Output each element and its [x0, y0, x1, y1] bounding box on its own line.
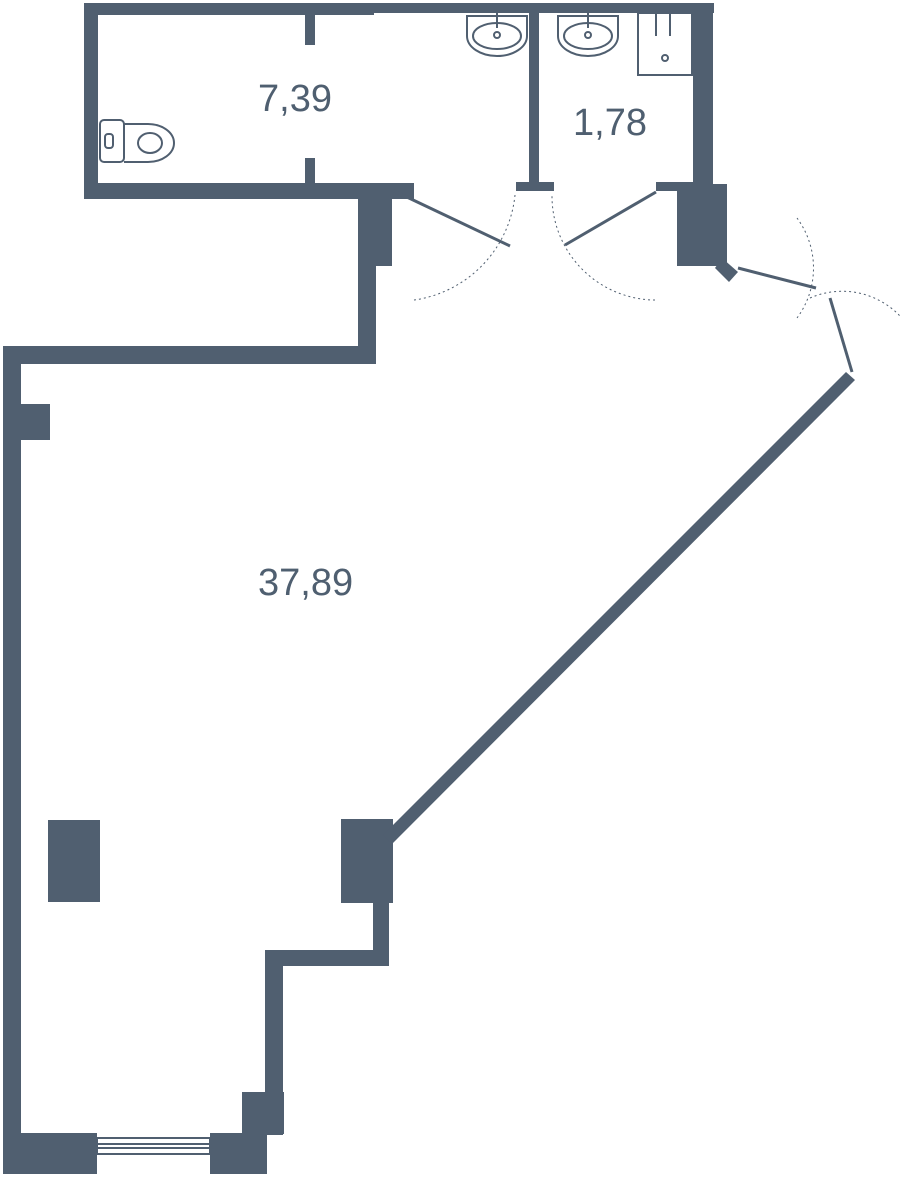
- toilet-icon: [99, 119, 175, 163]
- door-entrance-b: [809, 290, 900, 373]
- sink-icon: [557, 13, 619, 57]
- wall-left-bath: [84, 3, 98, 199]
- wall-main-top: [3, 346, 376, 364]
- door-entrance-a: [737, 217, 817, 319]
- wall-bottom-bath: [84, 183, 414, 199]
- sink-icon: [466, 13, 528, 57]
- area-label-bathroom: 7,39: [258, 78, 332, 120]
- door-shower: [551, 190, 657, 301]
- pillar-diagonal-end: [341, 819, 393, 903]
- wall-step-vertical-high: [373, 895, 389, 965]
- wall-main-bottom-left: [3, 1133, 97, 1174]
- doors: [391, 188, 900, 373]
- pillar-left-mid: [48, 820, 100, 902]
- wall-diagonal: [383, 372, 855, 844]
- door-bathroom: [391, 188, 516, 301]
- wall-top-right: [374, 3, 714, 13]
- area-label-shower: 1,78: [573, 102, 647, 144]
- wall-step-vertical-low: [265, 950, 283, 1135]
- area-label-main-room: 37,89: [258, 562, 353, 604]
- shower-tray-icon: [637, 12, 693, 76]
- wall-step-horizontal: [265, 950, 389, 966]
- window: [96, 1137, 211, 1155]
- wall-top: [84, 3, 374, 15]
- wall-main-left: [3, 346, 21, 1174]
- partition-bath-top: [305, 15, 315, 45]
- wall-corner-right: [715, 258, 738, 282]
- wall-shower-bottom-a: [516, 182, 554, 191]
- pillar-right: [677, 184, 727, 266]
- wall-main-bottom-right: [210, 1133, 267, 1174]
- wall-corridor-left: [358, 196, 376, 364]
- partition-bath-shower: [529, 10, 539, 190]
- partition-bath-bottom: [305, 158, 315, 185]
- pillar-left-top: [3, 404, 50, 440]
- wall-shower-right: [693, 3, 713, 191]
